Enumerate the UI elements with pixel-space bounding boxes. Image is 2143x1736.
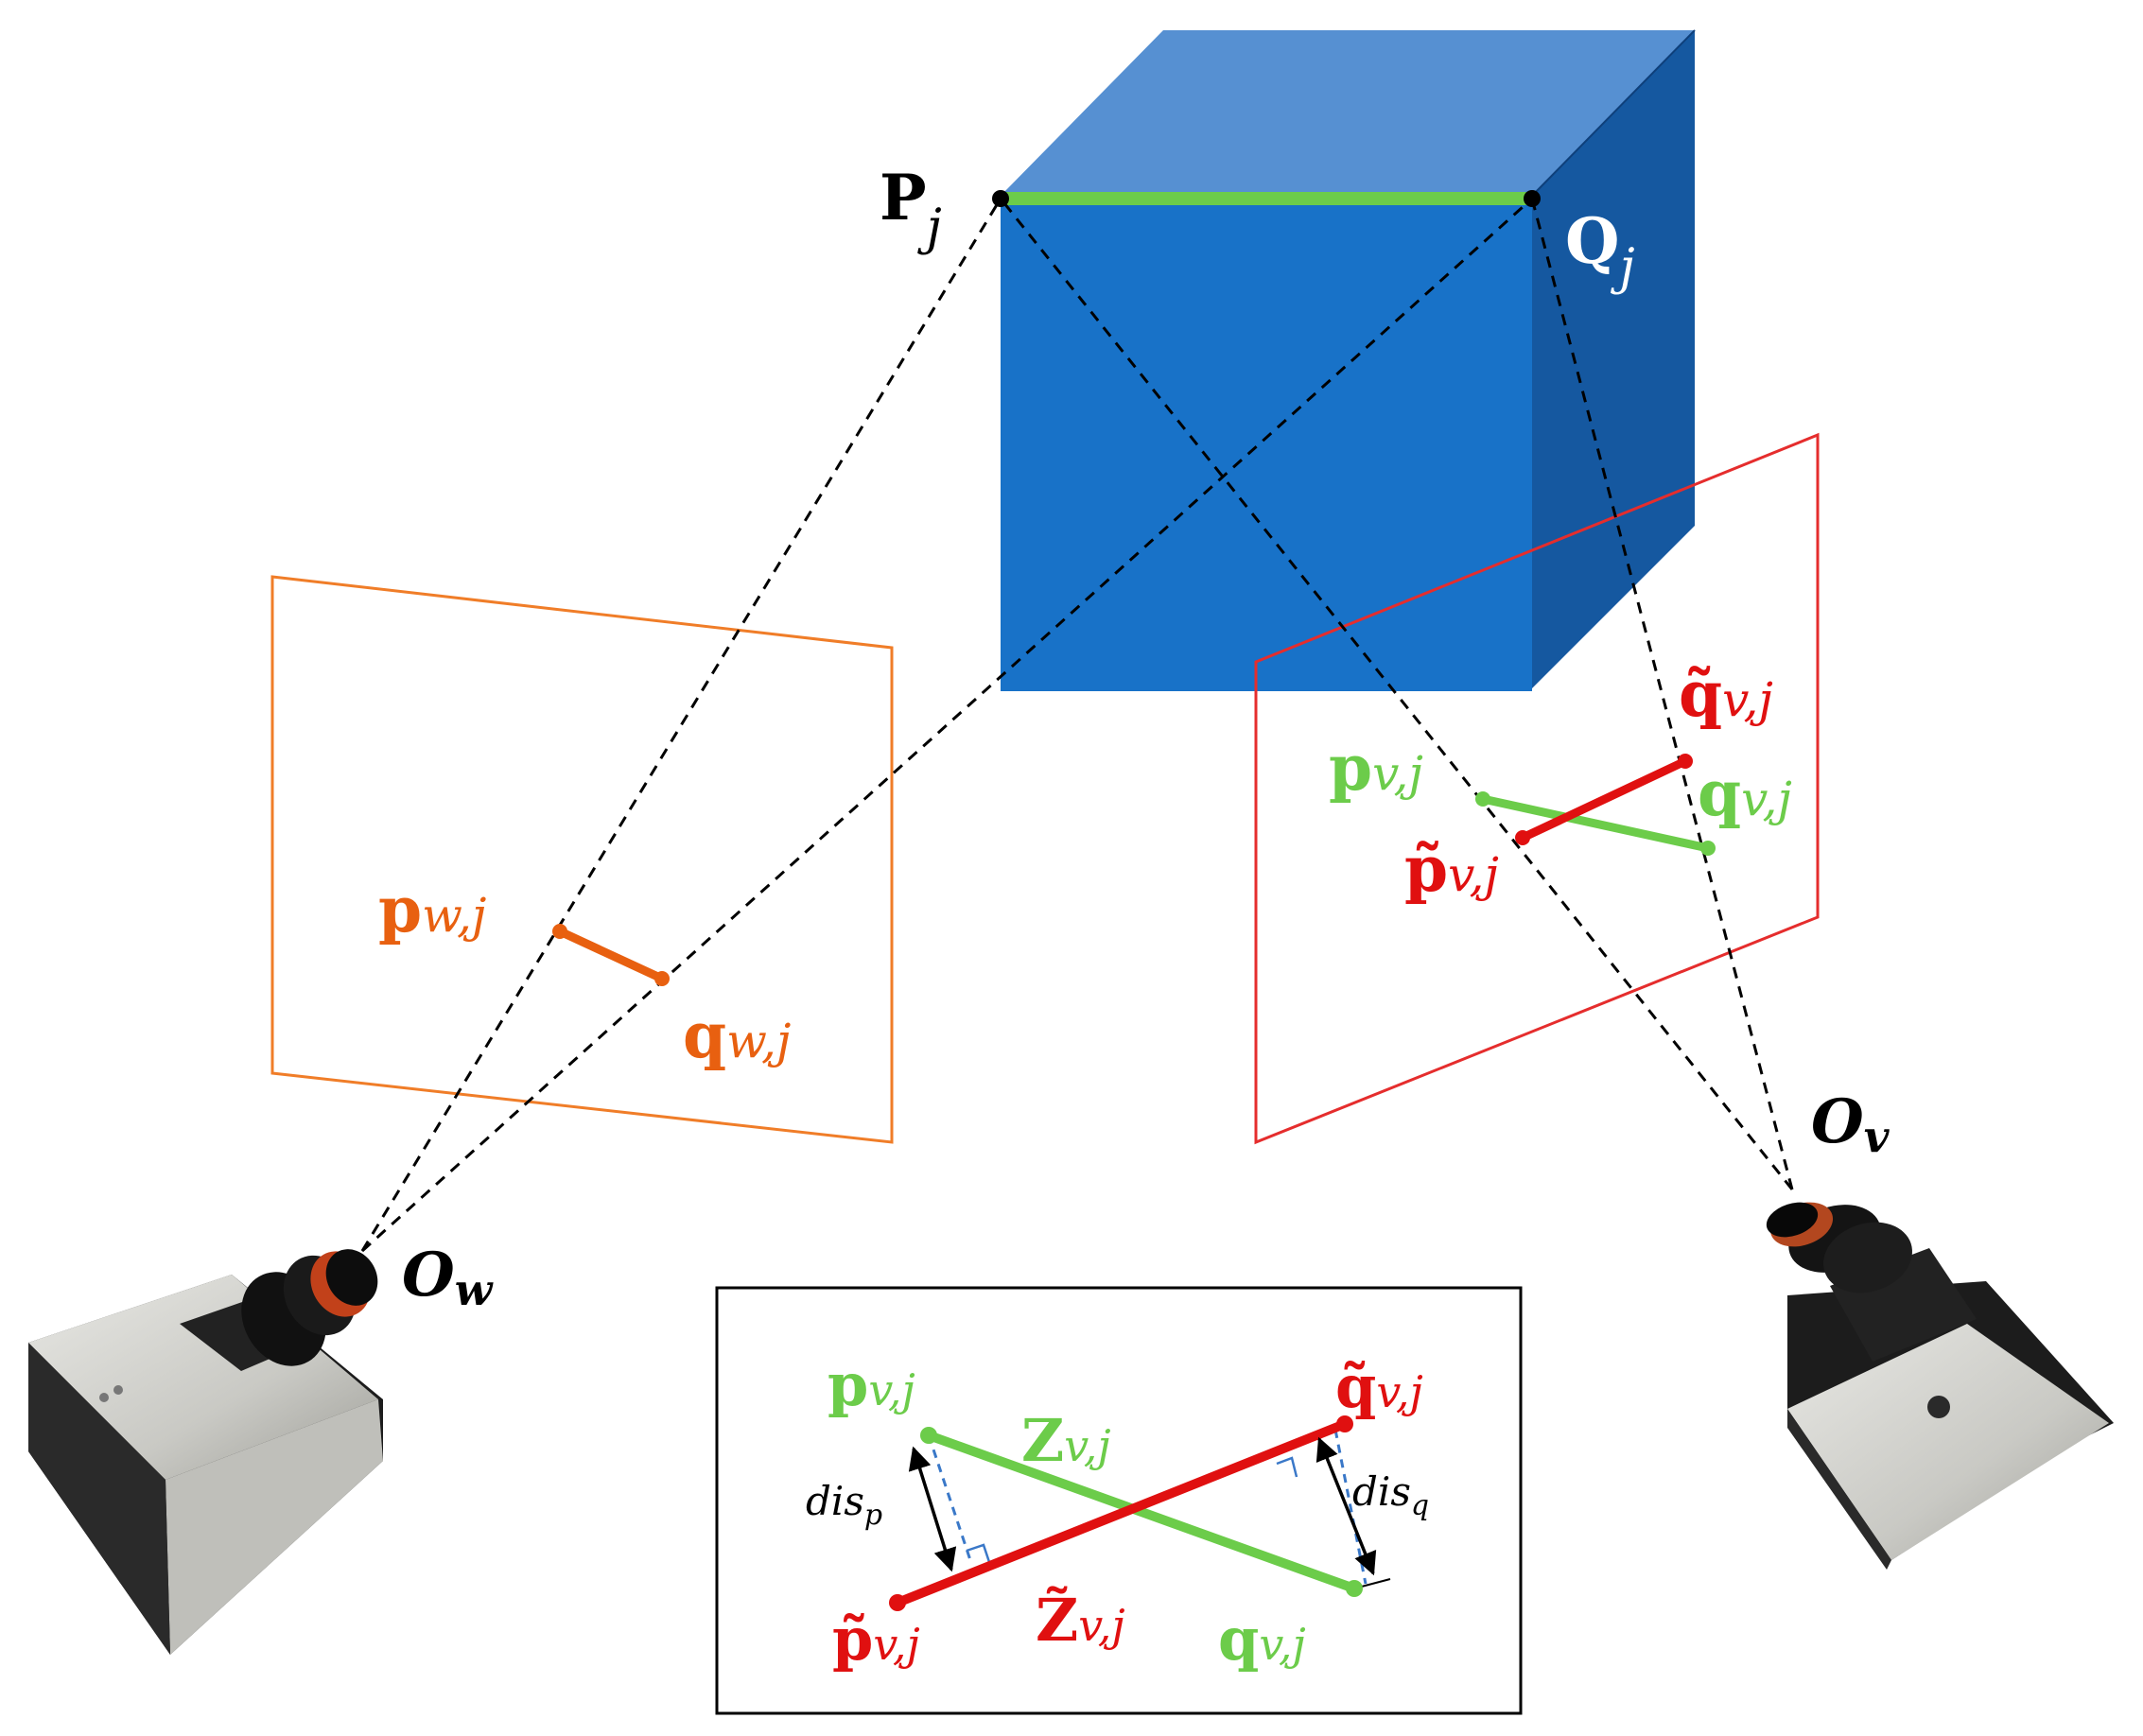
label-pw: pw,j — [378, 873, 486, 946]
ray-ow-qj — [360, 197, 1534, 1253]
label-ptilde-v: p̃v,j — [1404, 832, 1499, 906]
point-qv — [1700, 841, 1716, 856]
label-qtilde-v: q̃v,j — [1679, 657, 1773, 731]
segment-Z — [924, 1431, 1359, 1593]
dis-q-arrow — [1315, 1436, 1377, 1576]
ray-ow-pj — [360, 198, 1002, 1252]
label-pv: pv,j — [1329, 731, 1423, 805]
inset-label-pv: pv,j — [828, 1350, 915, 1419]
segment-pv-qv — [1478, 794, 1713, 853]
segment-Ztilde — [893, 1419, 1350, 1607]
inset-label-qtilde: q̃v,j — [1335, 1352, 1423, 1421]
label-ow: Ow — [402, 1240, 494, 1315]
inset-label-disq: disq — [1352, 1468, 1429, 1522]
cube-edge-top-right — [1531, 29, 1696, 197]
point-Pj — [992, 190, 1009, 207]
point-pv — [1475, 791, 1490, 807]
left-camera-icon — [28, 1249, 383, 1655]
inset-detail: pv,j q̃v,j Zv,j Z̃v,j p̃v,j qv,j disp di… — [715, 1286, 1523, 1715]
inset-point-qv — [1346, 1580, 1363, 1597]
point-Qj — [1524, 190, 1541, 207]
cube-side-face — [1530, 30, 1695, 690]
right-camera-icon — [1766, 1202, 2114, 1570]
label-qw: qw,j — [683, 998, 791, 1072]
inset-label-Ztilde: Z̃v,j — [1036, 1586, 1125, 1655]
cube — [1001, 29, 1696, 691]
cube-top-face — [1001, 30, 1695, 196]
image-plane-v — [1254, 432, 1820, 1145]
cube-front-face — [1001, 196, 1532, 691]
inset-point-qtilde — [1336, 1415, 1353, 1432]
ray-ov-pj — [999, 198, 1794, 1190]
inset-label-ptilde: p̃v,j — [832, 1605, 920, 1674]
point-qw — [654, 971, 670, 986]
label-Pj: Pj — [880, 161, 942, 256]
point-qtilde-v — [1678, 754, 1693, 769]
segment-pw-qw — [555, 927, 667, 983]
right-angle-mark-p — [966, 1543, 991, 1563]
label-ov: Ov — [1811, 1086, 1890, 1162]
segment-ptilde-qtilde — [1518, 756, 1690, 842]
inset-label-disp: disp — [806, 1478, 882, 1532]
dis-p-arrow — [908, 1446, 957, 1572]
inset-point-ptilde — [889, 1594, 906, 1611]
projection-rays — [360, 197, 1794, 1253]
point-ptilde-v — [1515, 830, 1530, 845]
point-pw — [552, 924, 567, 939]
right-angle-mark-q — [1276, 1456, 1298, 1478]
image-plane-w — [270, 575, 894, 1144]
label-Qj: Qj — [1565, 204, 1635, 296]
inset-label-qv: qv,j — [1218, 1605, 1306, 1674]
inset-point-pv — [920, 1427, 937, 1444]
label-qv: qv,j — [1698, 756, 1792, 830]
inset-label-Z: Zv,j — [1021, 1406, 1111, 1475]
